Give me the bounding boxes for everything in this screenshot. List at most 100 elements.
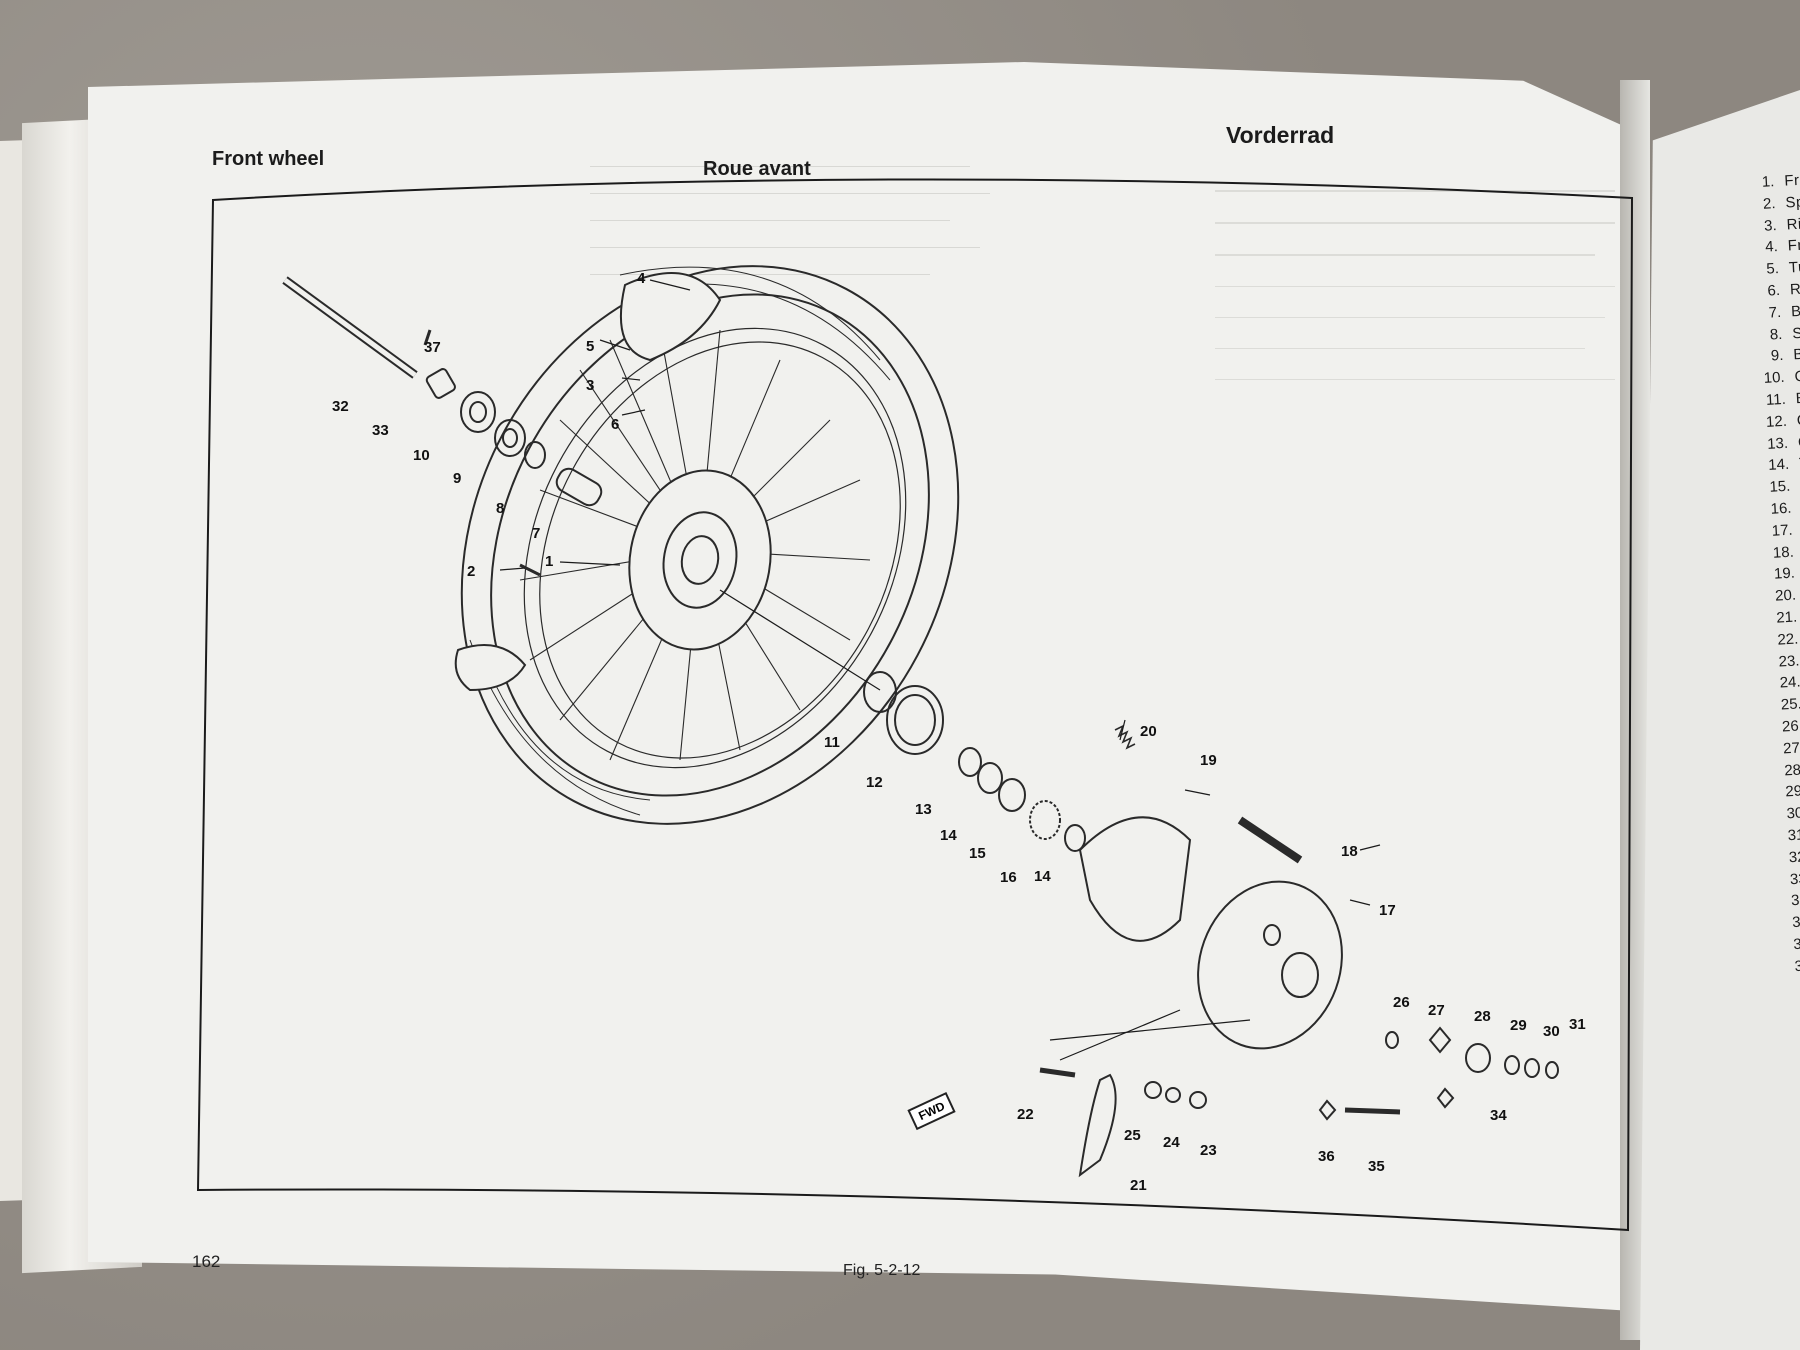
callout-number: 2 bbox=[467, 563, 476, 580]
part-number: 33. bbox=[1789, 869, 1800, 888]
callout-number: 26 bbox=[1393, 994, 1410, 1011]
list-item: 13.Circlip bbox=[1754, 431, 1800, 458]
list-item: 20.Return bbox=[1762, 583, 1800, 610]
callout-number: 1 bbox=[545, 553, 554, 570]
header-german: Vorderrad bbox=[1226, 122, 1335, 148]
part-name: Oil sea bbox=[1796, 409, 1800, 430]
front-wheel-assembly bbox=[454, 265, 960, 825]
list-item: 11.Bearing bbox=[1751, 387, 1800, 414]
list-item: 21.Cam sh bbox=[1763, 605, 1800, 632]
callout-number: 24 bbox=[1163, 1134, 1180, 1151]
list-item: 23.Nut bbox=[1765, 648, 1800, 675]
part-name: Rim ba bbox=[1789, 279, 1800, 299]
part-number: 35. bbox=[1791, 913, 1800, 932]
callout-number: 6 bbox=[611, 416, 620, 433]
callout-number: 13 bbox=[915, 801, 932, 818]
part-name: Front t bbox=[1787, 235, 1800, 255]
callout-number: 21 bbox=[1130, 1177, 1147, 1194]
part-number: 37. bbox=[1794, 956, 1800, 975]
part-number: 23. bbox=[1778, 652, 1800, 671]
part-number: 14. bbox=[1767, 456, 1790, 475]
callout-number: 19 bbox=[1200, 752, 1217, 769]
part-name: Bearing bbox=[1790, 300, 1800, 321]
part-number: 12. bbox=[1765, 412, 1788, 431]
callout-number: 16 bbox=[1000, 869, 1017, 886]
callout-number: 29 bbox=[1510, 1017, 1527, 1034]
part-name: Spacer bbox=[1791, 322, 1800, 342]
part-name: Bearing bbox=[1793, 343, 1800, 364]
part-number: 15. bbox=[1769, 477, 1791, 496]
callout-number: 8 bbox=[496, 500, 505, 517]
callout-number: 17 bbox=[1379, 902, 1396, 919]
list-item: 9. Bearing bbox=[1749, 344, 1800, 371]
part-number: 18. bbox=[1772, 543, 1795, 562]
list-item: 22.Bolt . bbox=[1764, 627, 1800, 654]
list-item: 18.Cam sh bbox=[1759, 540, 1800, 567]
part-number: 25. bbox=[1780, 695, 1800, 714]
callout-number: 10 bbox=[413, 447, 430, 464]
callout-number: 14 bbox=[1034, 868, 1051, 885]
callout-number: 3 bbox=[586, 377, 595, 394]
part-number: 31. bbox=[1787, 826, 1800, 845]
list-item: 24.Spring bbox=[1766, 670, 1800, 697]
part-number: 16. bbox=[1770, 499, 1792, 518]
part-number: 36. bbox=[1792, 934, 1800, 954]
leader-lines bbox=[499, 279, 1381, 1061]
list-item: 17.Brake s bbox=[1758, 518, 1800, 545]
list-item: 15.Meter bbox=[1756, 474, 1800, 501]
facing-page bbox=[1640, 90, 1800, 1350]
list-item: 6. Rim ba bbox=[1746, 278, 1800, 305]
list-item: 14.Thrust bbox=[1755, 453, 1800, 480]
callout-number: 30 bbox=[1543, 1023, 1560, 1040]
list-item: 8. Spacer bbox=[1748, 322, 1800, 349]
list-item: 25.Plain w bbox=[1767, 692, 1800, 719]
part-number: 34. bbox=[1790, 891, 1800, 910]
figure-caption: Fig. 5-2-12 bbox=[843, 1262, 921, 1279]
part-number: 32. bbox=[1788, 847, 1800, 866]
callout-number: 37 bbox=[424, 339, 441, 356]
callout-number: 15 bbox=[969, 845, 986, 862]
brake-parts bbox=[863, 671, 1559, 1178]
list-item: 16.Drive g bbox=[1757, 496, 1800, 523]
callout-number: 18 bbox=[1341, 843, 1358, 860]
callout-number: 14 bbox=[940, 827, 957, 844]
callout-number: 23 bbox=[1200, 1142, 1217, 1159]
part-number: 9. bbox=[1770, 347, 1784, 365]
part-number: 5. bbox=[1765, 260, 1780, 278]
part-name: Front h bbox=[1783, 170, 1800, 190]
callout-number: 33 bbox=[372, 422, 389, 439]
part-number: 20. bbox=[1774, 586, 1797, 605]
callout-number: 22 bbox=[1017, 1106, 1034, 1123]
part-number: 4. bbox=[1764, 238, 1779, 257]
list-item: 2.Spoke bbox=[1741, 191, 1800, 218]
part-number: 26. bbox=[1781, 717, 1800, 736]
callout-number: 31 bbox=[1569, 1016, 1586, 1033]
part-name: Bearing bbox=[1795, 387, 1800, 408]
part-number: 27. bbox=[1782, 739, 1800, 758]
header-english: Front wheel bbox=[212, 148, 325, 170]
callout-number: 4 bbox=[637, 270, 646, 287]
part-number: 2. bbox=[1762, 194, 1776, 213]
part-number: 17. bbox=[1771, 521, 1794, 540]
part-number: 29. bbox=[1785, 782, 1800, 801]
part-number: 1. bbox=[1761, 173, 1775, 191]
callout-number: 25 bbox=[1124, 1127, 1141, 1144]
part-number: 28. bbox=[1783, 760, 1800, 779]
callout-number: 32 bbox=[332, 398, 349, 415]
list-item: 10.Oil sea bbox=[1750, 365, 1800, 392]
part-number: 6. bbox=[1767, 281, 1781, 300]
part-number: 8. bbox=[1769, 325, 1783, 344]
callout-number: 5 bbox=[586, 338, 595, 355]
list-item: 3.Rim bbox=[1742, 213, 1800, 240]
callout-number: 20 bbox=[1140, 723, 1157, 740]
part-number: 22. bbox=[1777, 630, 1799, 649]
part-number: 13. bbox=[1766, 434, 1789, 453]
callout-number: 36 bbox=[1318, 1148, 1335, 1165]
callout-number: 12 bbox=[866, 774, 883, 791]
page-number: 162 bbox=[192, 1252, 221, 1271]
part-name: Rim bbox=[1786, 214, 1800, 234]
part-number: 7. bbox=[1768, 303, 1782, 322]
part-number: 24. bbox=[1779, 673, 1800, 692]
part-number: 19. bbox=[1773, 564, 1796, 584]
axle-parts bbox=[282, 276, 603, 577]
